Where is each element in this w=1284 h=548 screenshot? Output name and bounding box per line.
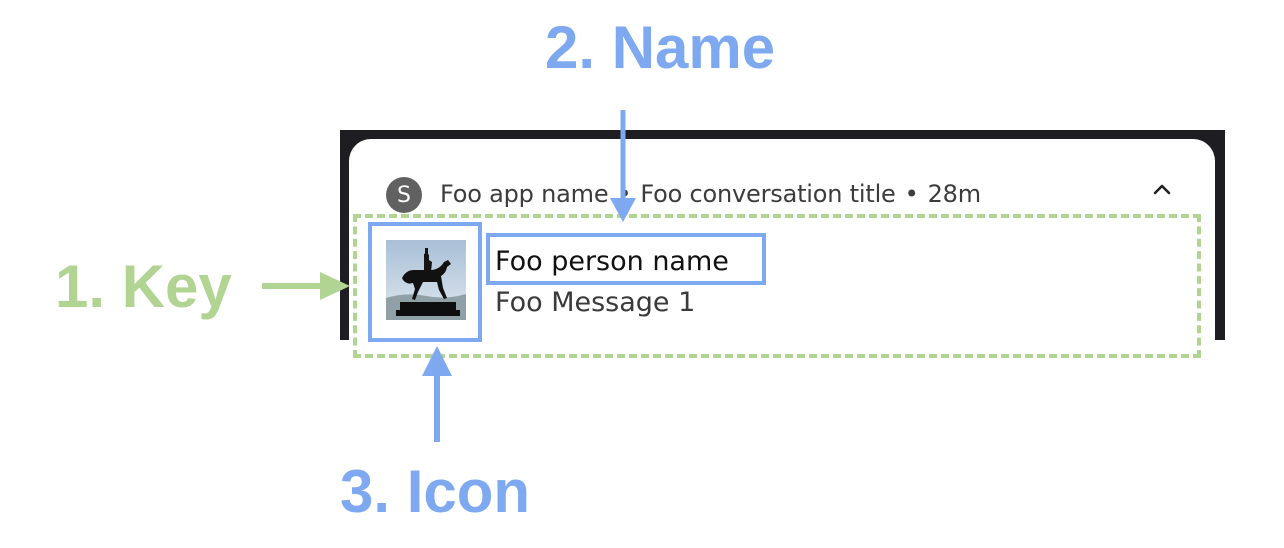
header-separator: • xyxy=(617,180,632,208)
key-arrow xyxy=(262,272,350,300)
app-icon: S xyxy=(386,177,422,213)
name-highlight-box xyxy=(486,233,766,285)
notification-header: Foo app name • Foo conversation title • 28m xyxy=(440,180,981,208)
icon-highlight-box xyxy=(368,222,482,342)
annotation-key-label: 1. Key xyxy=(55,253,232,320)
avatar xyxy=(386,240,466,320)
header-separator: • xyxy=(904,180,919,208)
app-name: Foo app name xyxy=(440,180,609,208)
annotation-name-label: 2. Name xyxy=(545,14,776,81)
app-icon-letter: S xyxy=(397,182,411,208)
message-text: Foo Message 1 xyxy=(495,287,696,318)
conversation-title: Foo conversation title xyxy=(640,180,896,208)
chevron-up-icon[interactable] xyxy=(1150,178,1174,202)
person-name: Foo person name xyxy=(495,246,729,277)
annotation-icon-label: 3. Icon xyxy=(340,458,531,525)
notification-card[interactable] xyxy=(349,139,1215,369)
key-highlight-box xyxy=(353,214,1201,358)
timestamp: 28m xyxy=(927,180,982,208)
